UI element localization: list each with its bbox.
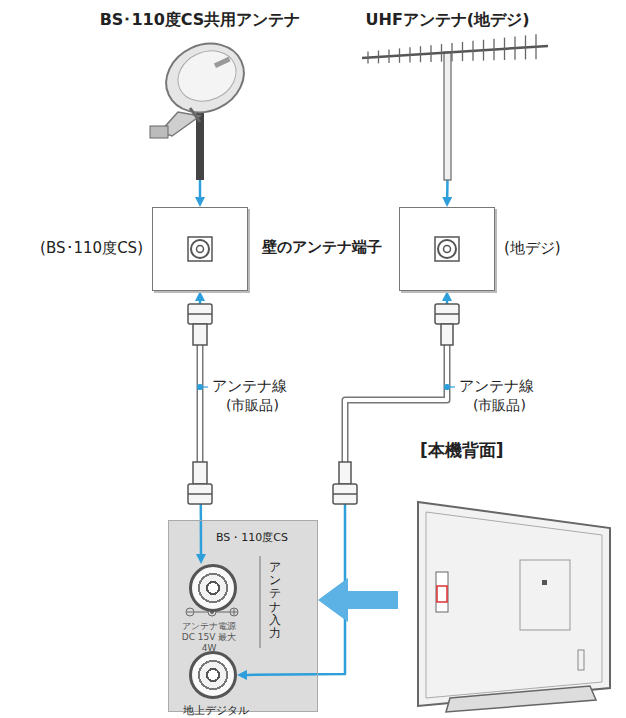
satellite-dish [150,31,255,180]
node-text: [本機背面] [420,440,504,461]
antenna-figure: BS･110度CS共用アンテナ [95,8,305,180]
wall-socket: (BS･110度CS) [152,207,248,291]
node-text: BS･110度CS共用アンテナ [95,10,305,30]
antenna-cable [200,345,447,462]
node-text: アンテナ電源 DC 15V 最大 4W [177,621,241,653]
node-text: UHFアンテナ(地デジ) [345,10,550,30]
wall-socket: (地デジ) [399,207,495,291]
node-text: 地上デジタル [183,704,249,718]
cable-note: (市販品) [226,397,279,414]
f-plug [188,304,459,504]
input-jack: 地上デジタル [189,651,237,699]
connector-arrow [446,180,449,197]
node-text: BS・110度CS [216,531,288,545]
antenna-figure: UHFアンテナ(地デジ) [345,8,550,180]
terminal-panel: アンテナ入力アンテナ電源 DC 15V 最大 4W BS・110度CS 地上デジタル [168,520,318,712]
cable-label: アンテナ線 [459,377,534,395]
panel-divider [260,556,261,648]
tv-figure: [本機背面] [398,440,613,712]
cable-note: (市販品) [473,397,526,414]
node-text: (地デジ) [504,239,561,258]
wall-plate-face [188,237,459,261]
tv-back [418,502,610,712]
uhf-antenna [362,34,548,180]
part-label: 壁のアンテナ端子 [262,238,382,256]
node-text: (BS･110度CS) [40,239,143,258]
cable-label: アンテナ線 [212,377,287,395]
node-text: アンテナ入力 [269,561,281,640]
terminal-panel-face [168,520,318,712]
connector-arrow [199,180,202,197]
input-jack: BS・110度CS [189,564,237,612]
connector-arrow [348,591,398,609]
